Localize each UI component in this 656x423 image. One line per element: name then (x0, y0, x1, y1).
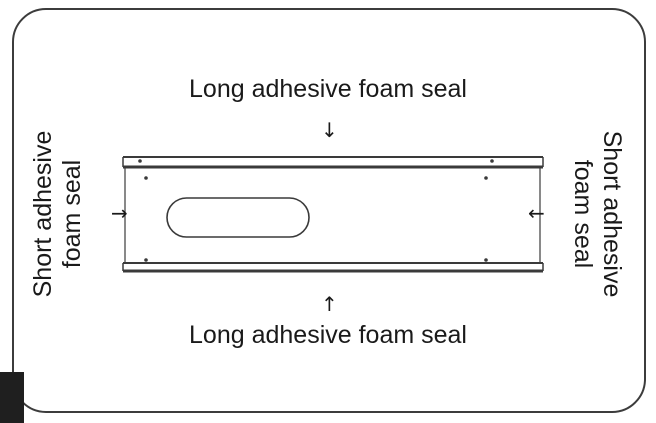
right-seal-label: Short adhesive foam seal (566, 115, 626, 313)
hose-opening (166, 197, 310, 238)
screw-hole (144, 176, 148, 180)
arrow-down-icon: ↓ (321, 118, 338, 142)
top-seal-label: Long adhesive foam seal (189, 75, 467, 103)
screw-hole (490, 159, 494, 163)
corner-mark (0, 372, 24, 423)
arrow-right-icon: → (111, 201, 128, 225)
screw-hole (484, 176, 488, 180)
arrow-up-icon: ↑ (321, 292, 338, 316)
arrow-left-icon: ← (528, 201, 545, 225)
left-seal-label-line1: Short adhesive (29, 130, 57, 298)
screw-hole (484, 258, 488, 262)
screw-hole (138, 159, 142, 163)
screw-hole (144, 258, 148, 262)
right-seal-label-line1: Short adhesive (598, 130, 626, 298)
left-seal-label-line2: foam seal (58, 159, 86, 269)
bottom-seal-label: Long adhesive foam seal (189, 321, 467, 349)
left-seal-label: Short adhesive foam seal (29, 121, 89, 307)
right-seal-label-line2: foam seal (569, 159, 597, 269)
